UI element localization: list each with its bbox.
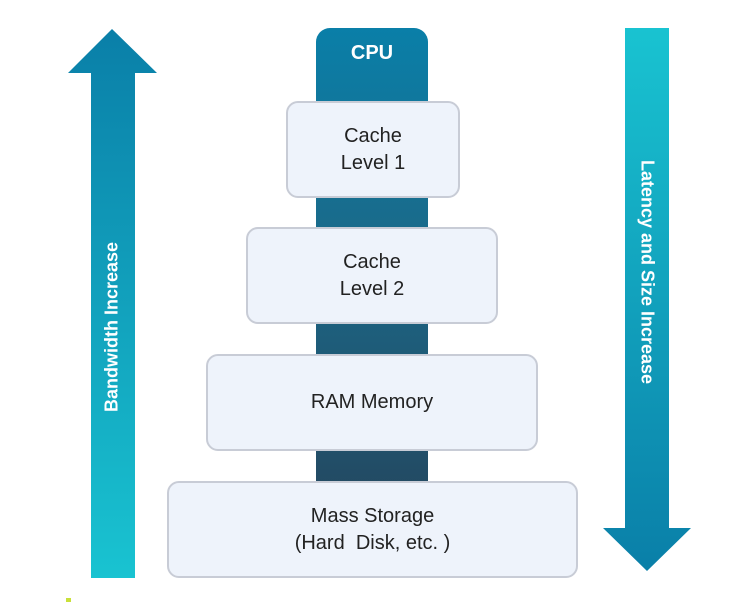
bandwidth-increase-label: Bandwidth Increase: [101, 241, 122, 413]
cache-level-1-line1: Cache: [344, 124, 402, 147]
cache-level-2-box: Cache Level 2: [246, 227, 498, 324]
latency-down-arrow: [603, 28, 691, 571]
mass-storage-line2: (Hard Disk, etc. ): [294, 531, 451, 554]
bandwidth-up-arrow: [68, 29, 157, 578]
cache-level-2-line2: Level 2: [339, 277, 405, 300]
mass-storage-line1: Mass Storage: [310, 504, 435, 527]
cache-level-1-box: Cache Level 1: [286, 101, 460, 198]
mass-storage-box: Mass Storage (Hard Disk, etc. ): [167, 481, 578, 578]
ram-memory-label: RAM Memory: [310, 391, 434, 413]
cache-level-1-line2: Level 1: [340, 151, 406, 174]
cpu-label: CPU: [350, 42, 394, 64]
ram-memory-box: RAM Memory: [206, 354, 538, 451]
cache-level-2-line1: Cache: [343, 250, 401, 273]
decorative-dot: [66, 598, 71, 602]
latency-size-increase-label: Latency and Size Increase: [637, 159, 658, 385]
